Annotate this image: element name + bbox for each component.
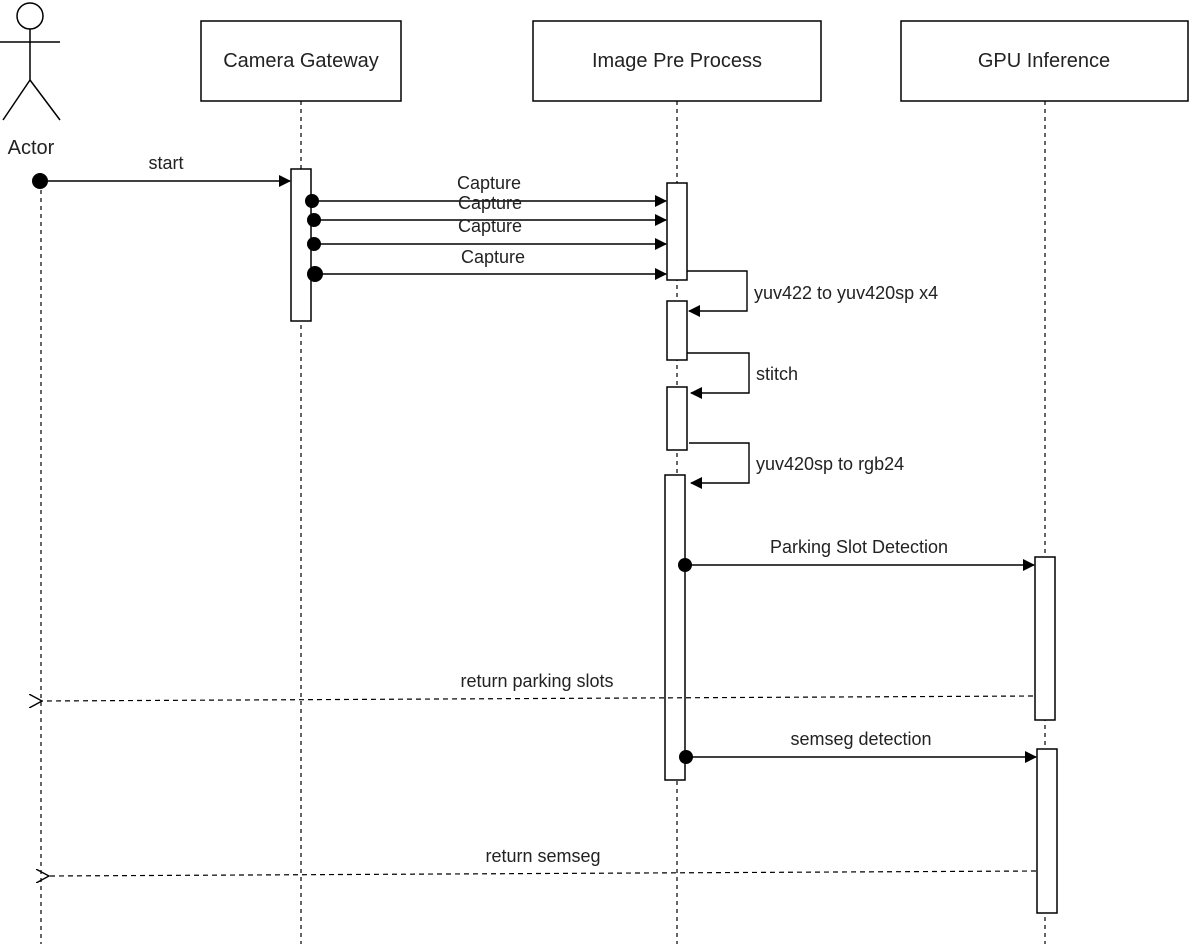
message-return-semseg: return semseg: [49, 846, 1037, 876]
message-label: Capture: [457, 173, 521, 193]
message-label: yuv420sp to rgb24: [756, 454, 904, 474]
message-arrow: [49, 871, 1037, 876]
participant-label: Image Pre Process: [592, 50, 762, 72]
message-arrow: [687, 352, 750, 399]
message-capture-3: Capture: [307, 216, 667, 251]
actor-right-leg: [29, 79, 61, 121]
message-semseg-detection: semseg detection: [679, 729, 1037, 764]
message-label: stitch: [756, 364, 798, 384]
activation-preprocess-capture: [666, 182, 688, 281]
activation-gpu-semseg: [1036, 748, 1058, 914]
message-arrow: [687, 270, 748, 317]
self-message-yuv422: yuv422 to yuv420sp x4: [687, 270, 938, 317]
message-label: Capture: [458, 193, 522, 213]
activation-preprocess-convert: [666, 300, 688, 361]
participant-gpu-inference: GPU Inference: [900, 20, 1189, 102]
message-label: Capture: [458, 216, 522, 236]
self-message-rgb: yuv420sp to rgb24: [689, 442, 904, 489]
participant-label: Camera Gateway: [223, 50, 379, 72]
participant-box: [532, 20, 822, 102]
actor-head: [16, 2, 44, 30]
message-label: return parking slots: [460, 671, 613, 691]
message-label: yuv422 to yuv420sp x4: [754, 283, 938, 303]
participant-box: [200, 20, 402, 102]
message-label-bg: [440, 668, 634, 690]
participant-image-pre-process: Image Pre Process: [532, 20, 822, 102]
message-parking-detection: Parking Slot Detection: [678, 537, 1035, 572]
activation-gpu-parking: [1034, 556, 1056, 721]
activation-preprocess-stitch: [666, 386, 688, 451]
message-arrow: [689, 442, 750, 489]
self-message-stitch: stitch: [687, 352, 798, 399]
message-start: start: [32, 153, 291, 189]
message-label: semseg detection: [790, 729, 931, 749]
participant-label: GPU Inference: [978, 50, 1110, 72]
actor-label: Actor: [8, 137, 55, 159]
message-capture-4: Capture: [307, 247, 667, 282]
actor-left-leg: [2, 79, 31, 121]
activation-preprocess-rgb: [664, 474, 686, 781]
participant-camera-gateway: Camera Gateway: [200, 20, 402, 102]
message-label: Parking Slot Detection: [770, 537, 948, 557]
message-return-parking: return parking slots: [42, 668, 1034, 701]
message-arrow: [42, 696, 1034, 701]
message-label: return semseg: [485, 846, 600, 866]
message-capture-1: Capture: [305, 173, 667, 208]
actor: Actor: [0, 2, 61, 159]
message-label: Capture: [461, 247, 525, 267]
message-capture-2: Capture: [307, 193, 667, 227]
participant-box: [900, 20, 1189, 102]
message-label: start: [148, 153, 183, 173]
